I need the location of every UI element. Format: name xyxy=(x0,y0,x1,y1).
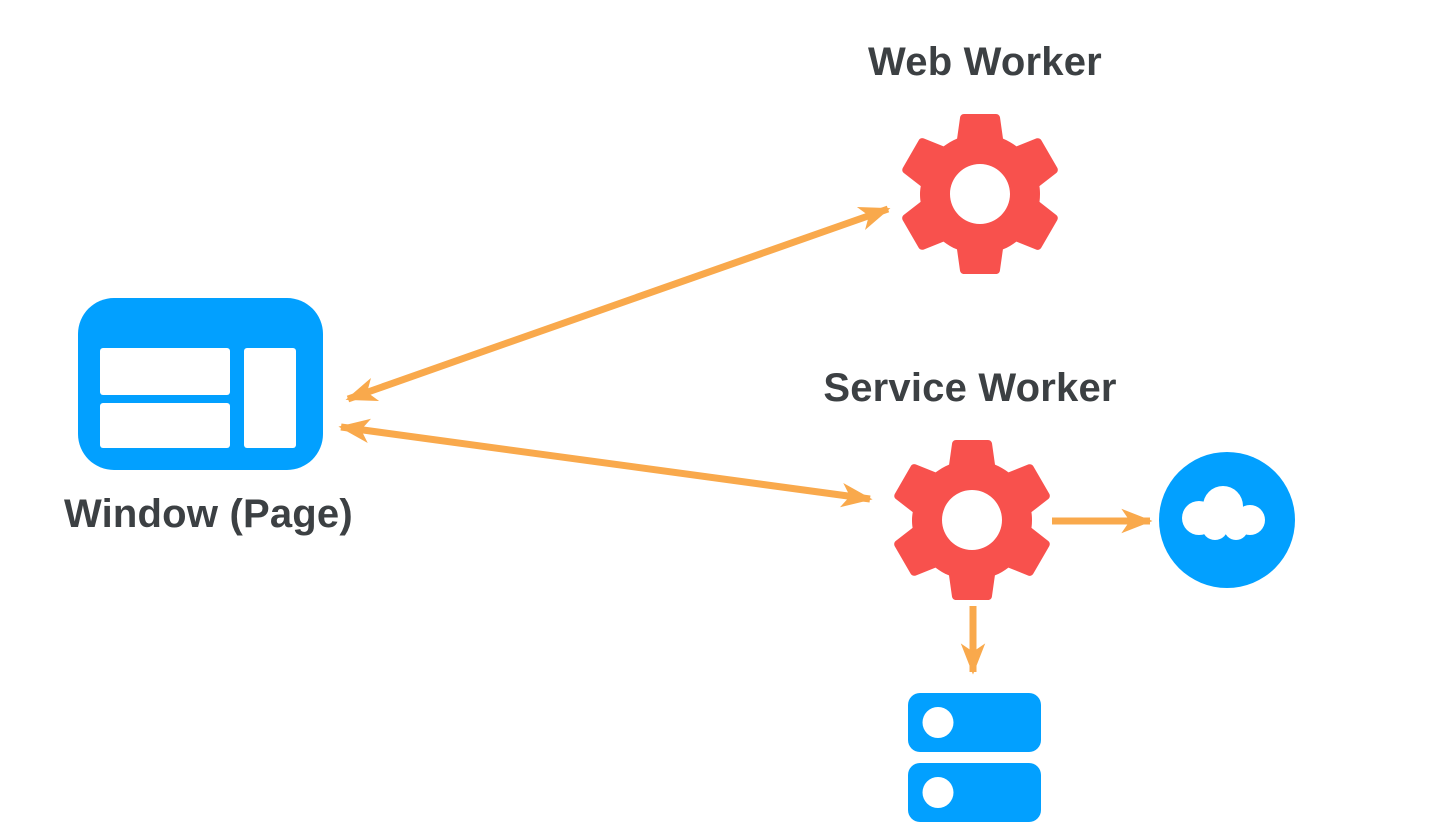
browser-window-icon xyxy=(78,298,323,470)
database-icon xyxy=(908,693,1041,822)
arrow-window-web-worker xyxy=(345,205,891,403)
service-worker-label: Service Worker xyxy=(823,366,1117,410)
gear-icon xyxy=(902,114,1058,274)
cloud-icon xyxy=(1159,452,1295,588)
arrow-window-service-worker xyxy=(338,418,873,508)
gear-icon xyxy=(894,440,1050,600)
web-worker-label: Web Worker xyxy=(868,40,1102,84)
window-page-label: Window (Page) xyxy=(64,492,353,536)
